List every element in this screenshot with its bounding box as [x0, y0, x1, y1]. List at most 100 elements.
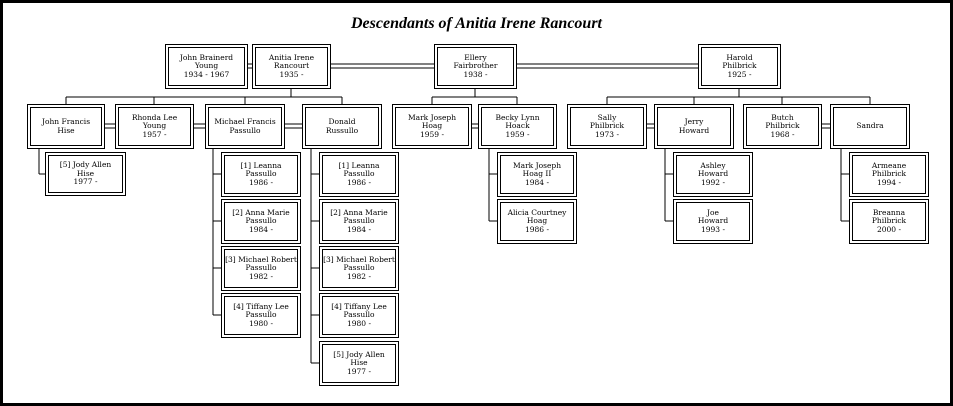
person-text-line: Harold — [726, 52, 753, 62]
person-text-line: 1982 - — [346, 271, 371, 281]
person-text-line: 1959 - — [505, 129, 530, 139]
person-text-line: [2] Anna Marie — [330, 207, 388, 217]
person-text-line: Philbrick — [871, 169, 907, 179]
person-text-line: [4] Tiffany Lee — [331, 301, 387, 311]
person-text-line: Anitia Irene — [268, 52, 315, 62]
person-text-line: Mark Joseph — [407, 112, 457, 122]
person-text-line: Passullo — [245, 169, 277, 179]
person-text-line: 1977 - — [346, 366, 371, 376]
person-text-line: 1984 - — [346, 224, 371, 234]
person-text-line: 1986 - — [524, 224, 549, 234]
person-text-line: Passullo — [229, 125, 261, 135]
person-text-line: Passullo — [343, 169, 375, 179]
person-text-line: Hise — [57, 125, 75, 135]
person-text-line: Ellery — [464, 52, 487, 62]
person-text-line: [3] Michael Robert — [323, 254, 395, 264]
person-text-line: 1977 - — [73, 177, 98, 187]
person-text-line: John Francis — [41, 116, 91, 126]
person-text-line: Mark Joseph — [512, 160, 562, 170]
chart-title: Descendants of Anitia Irene Rancourt — [351, 15, 602, 32]
person-text-line: John Brainerd — [179, 52, 234, 62]
person-text-line: Philbrick — [722, 61, 757, 71]
person-text-line: 1992 - — [700, 177, 725, 187]
person-text-line: Hise — [350, 358, 368, 368]
person-text-line: Ashley — [700, 160, 726, 170]
person-text-line: Howard — [697, 169, 729, 179]
person-text-line: Philbrick — [589, 121, 625, 131]
person-text-line: 1980 - — [346, 318, 371, 328]
person-text-line: 1934 - 1967 — [183, 69, 230, 79]
person-text-line: 1959 - — [419, 129, 444, 139]
person-text-line: [2] Anna Marie — [232, 207, 290, 217]
person-text-line: Rhonda Lee — [131, 112, 178, 122]
person-text-line: Hoack — [505, 121, 530, 131]
person-text-line: 1986 - — [248, 177, 273, 187]
person-text-line: Howard — [697, 216, 729, 226]
person-text-line: Philbrick — [871, 216, 907, 226]
person-text-line: Hise — [76, 168, 95, 178]
person-text-line: Passullo — [245, 263, 277, 273]
person-text-line: Sally — [597, 112, 617, 122]
person-text-line: 1973 - — [594, 129, 619, 139]
person-text-line: Passullo — [245, 310, 277, 320]
person-text-line: [1] Leanna — [338, 160, 380, 170]
person-box-sandra[interactable]: Sandra — [830, 104, 910, 149]
person-text-line: [4] Tiffany Lee — [233, 301, 289, 311]
person-text-line: Fairbrother — [453, 61, 498, 71]
person-text-line: Hoag — [526, 216, 548, 226]
person-text-line: 1938 - — [463, 69, 488, 79]
person-text-line: 2000 - — [876, 224, 901, 234]
person-text-line: 1957 - — [142, 129, 167, 139]
person-text-line: 1993 - — [700, 224, 725, 234]
person-text-line: Passullo — [343, 263, 375, 273]
